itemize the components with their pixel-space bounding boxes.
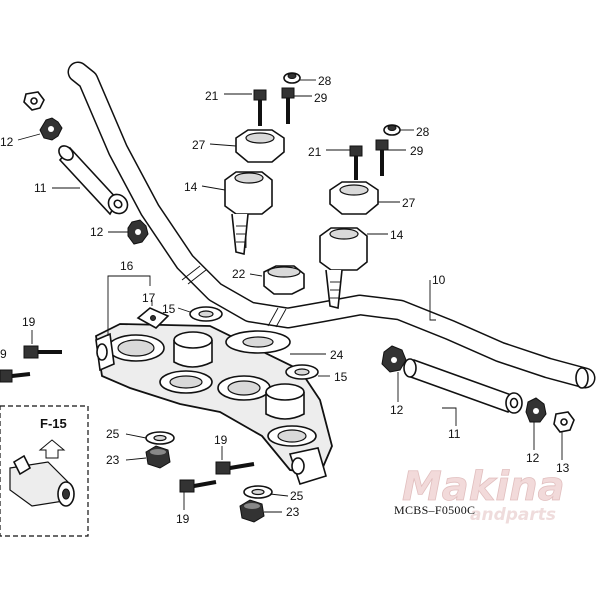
callout-13[interactable]: 13 xyxy=(556,461,570,475)
callout-10[interactable]: 10 xyxy=(432,273,446,287)
washer-part-15-lower[interactable] xyxy=(285,364,319,380)
right-outer-collar-part-12[interactable] xyxy=(525,397,547,423)
watermark-sub: andparts xyxy=(470,505,556,525)
callout-29[interactable]: 29 xyxy=(314,91,328,105)
callout-12[interactable]: 12 xyxy=(90,225,104,239)
washer-part-24[interactable] xyxy=(225,330,291,354)
catalog-code: MCBS–F0500C xyxy=(394,503,475,517)
left-riser-cap-part-27[interactable] xyxy=(235,129,285,163)
callouts: 28 21 29 12 27 28 11 21 29 14 27 12 14 1… xyxy=(0,74,570,526)
leader-lines xyxy=(17,79,563,513)
callout-11[interactable]: 11 xyxy=(34,181,47,195)
right-cap-part-28[interactable] xyxy=(383,124,401,136)
callout-12[interactable]: 12 xyxy=(0,135,14,149)
right-riser-cap-part-27[interactable] xyxy=(329,181,379,215)
right-inner-collar-part-12[interactable] xyxy=(381,345,407,373)
left-top-clip[interactable] xyxy=(23,91,45,111)
handlebar-part-10[interactable] xyxy=(67,61,596,389)
washer-part-25-upper[interactable] xyxy=(145,431,175,445)
right-riser-part-14[interactable] xyxy=(319,227,368,309)
callout-27[interactable]: 27 xyxy=(402,196,416,210)
right-bolt-part-21[interactable] xyxy=(349,145,363,180)
right-end-clip-part-13[interactable] xyxy=(553,411,575,433)
callout-19[interactable]: 19 xyxy=(214,433,228,447)
left-outer-collar-part-12[interactable] xyxy=(127,219,149,245)
callout-14[interactable]: 14 xyxy=(184,180,198,194)
callout-9[interactable]: 9 xyxy=(0,347,7,361)
watermark: Makina andparts xyxy=(402,464,565,525)
callout-25[interactable]: 25 xyxy=(290,489,304,503)
left-bar-end-weight-part-11[interactable] xyxy=(56,143,131,217)
left-bolt-part-21[interactable] xyxy=(253,89,267,126)
callout-16[interactable]: 16 xyxy=(120,259,134,273)
bolt-part-9[interactable] xyxy=(0,369,31,383)
plate-part-17[interactable] xyxy=(136,307,170,329)
pinch-bolt-part-19-left[interactable] xyxy=(23,345,62,359)
callout-23[interactable]: 23 xyxy=(106,453,120,467)
callout-15[interactable]: 15 xyxy=(334,370,348,384)
callout-19[interactable]: 19 xyxy=(176,512,190,526)
callout-19[interactable]: 19 xyxy=(22,315,36,329)
left-bolt-part-29[interactable] xyxy=(281,87,295,124)
callout-22[interactable]: 22 xyxy=(232,267,246,281)
watermark-main: Makina xyxy=(402,464,565,510)
callout-23[interactable]: 23 xyxy=(286,505,300,519)
callout-14[interactable]: 14 xyxy=(390,228,404,242)
callout-11[interactable]: 11 xyxy=(448,427,461,441)
callout-21[interactable]: 21 xyxy=(205,89,219,103)
top-bridge-part-16[interactable] xyxy=(95,323,333,485)
washer-part-25-lower[interactable] xyxy=(243,485,273,499)
callout-28[interactable]: 28 xyxy=(318,74,332,88)
right-bolt-part-29[interactable] xyxy=(375,139,389,176)
callout-17[interactable]: 17 xyxy=(142,291,156,305)
reference-box-f15[interactable]: F-15 xyxy=(0,405,89,537)
stem-nut-part-22[interactable] xyxy=(263,265,305,295)
callout-27[interactable]: 27 xyxy=(192,138,206,152)
callout-21[interactable]: 21 xyxy=(308,145,322,159)
left-cap-part-28[interactable] xyxy=(283,72,301,84)
callout-29[interactable]: 29 xyxy=(410,144,424,158)
left-riser-part-14[interactable] xyxy=(224,171,273,256)
nut-part-23-lower[interactable] xyxy=(239,499,265,523)
pinch-bolt-part-19-lower[interactable] xyxy=(179,479,217,493)
left-inner-collar-part-12[interactable] xyxy=(39,117,63,141)
nut-part-23-upper[interactable] xyxy=(145,445,171,469)
right-bar-end-weight-part-11[interactable] xyxy=(403,358,523,414)
callout-28[interactable]: 28 xyxy=(416,125,430,139)
callout-25[interactable]: 25 xyxy=(106,427,120,441)
callout-15[interactable]: 15 xyxy=(162,302,176,316)
callout-12[interactable]: 12 xyxy=(526,451,540,465)
washer-part-15-upper[interactable] xyxy=(189,306,223,322)
pinch-bolt-part-19-mid[interactable] xyxy=(215,461,255,475)
callout-24[interactable]: 24 xyxy=(330,348,344,362)
reference-label: F-15 xyxy=(40,416,67,431)
callout-12[interactable]: 12 xyxy=(390,403,404,417)
